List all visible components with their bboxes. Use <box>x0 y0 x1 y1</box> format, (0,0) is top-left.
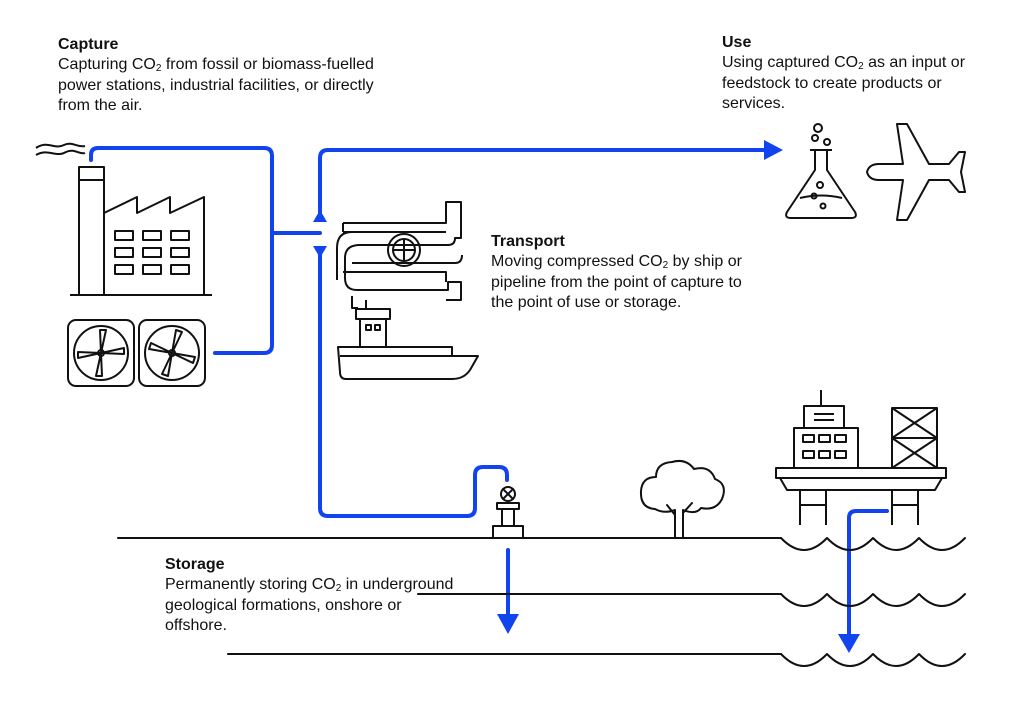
arrow-hub-up <box>313 210 327 222</box>
injection-wellhead-icon <box>492 486 524 539</box>
arrow-to-use <box>764 140 783 160</box>
transport-title: Transport <box>491 233 565 250</box>
direct-air-capture-fan-icon <box>67 319 206 387</box>
flow-offshore-injection <box>847 509 889 640</box>
flow-hub-to-use <box>318 148 770 222</box>
arrow-hub-down <box>313 246 327 258</box>
flow-fans-to-hub <box>213 231 274 355</box>
ship-icon <box>337 300 479 380</box>
co2-flow-lines <box>89 146 889 640</box>
factory-icon <box>70 166 212 296</box>
storage-section: Storage Permanently storing CO2 in under… <box>165 555 465 637</box>
tree-icon <box>639 459 725 539</box>
storage-title: Storage <box>165 556 225 573</box>
capture-title: Capture <box>58 36 119 53</box>
sea-waves-icon <box>780 537 966 667</box>
arrow-offshore-down <box>838 634 860 653</box>
capture-description: Capturing CO2 from fossil or biomass-fue… <box>58 56 374 114</box>
pipeline-icon <box>336 201 463 309</box>
use-description: Using captured CO2 as an input or feedst… <box>722 54 966 112</box>
use-title: Use <box>722 34 752 51</box>
flask-icon <box>785 123 857 219</box>
transport-description: Moving compressed CO2 by ship or pipelin… <box>491 253 742 311</box>
arrow-storage-down <box>497 614 519 634</box>
flow-factory-to-hub <box>89 146 322 235</box>
capture-section: Capture Capturing CO2 from fossil or bio… <box>58 35 398 117</box>
offshore-platform-icon <box>775 390 947 525</box>
flow-hub-to-storage <box>318 248 509 518</box>
storage-description: Permanently storing CO2 in underground g… <box>165 576 454 634</box>
airplane-icon <box>866 123 966 221</box>
transport-section: Transport Moving compressed CO2 by ship … <box>491 232 751 314</box>
smoke-icon <box>35 142 86 156</box>
use-section: Use Using captured CO2 as an input or fe… <box>722 33 1002 115</box>
flow-arrowheads <box>313 140 860 653</box>
